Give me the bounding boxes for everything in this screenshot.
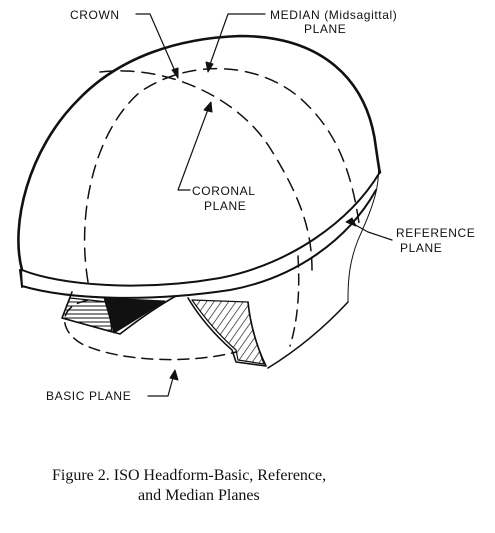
left-neck-hatch [61,297,113,333]
coronal-plane-label-line2: PLANE [204,199,247,213]
figure-caption-line2: and Median Planes [138,487,260,504]
coronal-plane-label-line1: CORONAL [192,184,256,198]
coronal-arrowhead [203,101,213,113]
reference-arrowhead [345,217,357,227]
basic-leader [147,373,175,397]
reference-plane-label-line1: REFERENCE [396,226,476,240]
rear-shell-outline [347,149,380,303]
median-arrowhead [205,61,214,73]
left-neck-shadow [103,297,166,334]
median-plane-label-line2: PLANE [304,22,347,36]
median-plane-lower [289,255,300,347]
crown-arrowhead [171,67,179,79]
brim-lower-edge [19,189,377,299]
dome-outline [17,34,382,272]
median-plane-line [83,68,361,283]
rear-shell-bottom [267,301,349,369]
left-neck-block [61,291,177,335]
median-plane-label-line1: MEDIAN (Midsagittal) [270,8,398,22]
right-neck-hatch [191,299,265,365]
crown-leader [135,13,179,79]
crown-label: CROWN [70,8,120,22]
brim-upper-edge [21,171,381,287]
reference-leader [349,221,393,241]
coronal-leader [177,103,211,191]
brim-left-end [20,269,23,288]
median-leader [207,13,266,71]
basic-plane-line [64,299,237,361]
basic-plane-label: BASIC PLANE [46,389,132,403]
basic-arrowhead [169,369,179,381]
reference-plane-label-line2: PLANE [400,241,443,255]
coronal-plane-line [99,70,313,271]
figure-caption-line1: Figure 2. ISO Headform-Basic, Reference, [52,467,327,484]
